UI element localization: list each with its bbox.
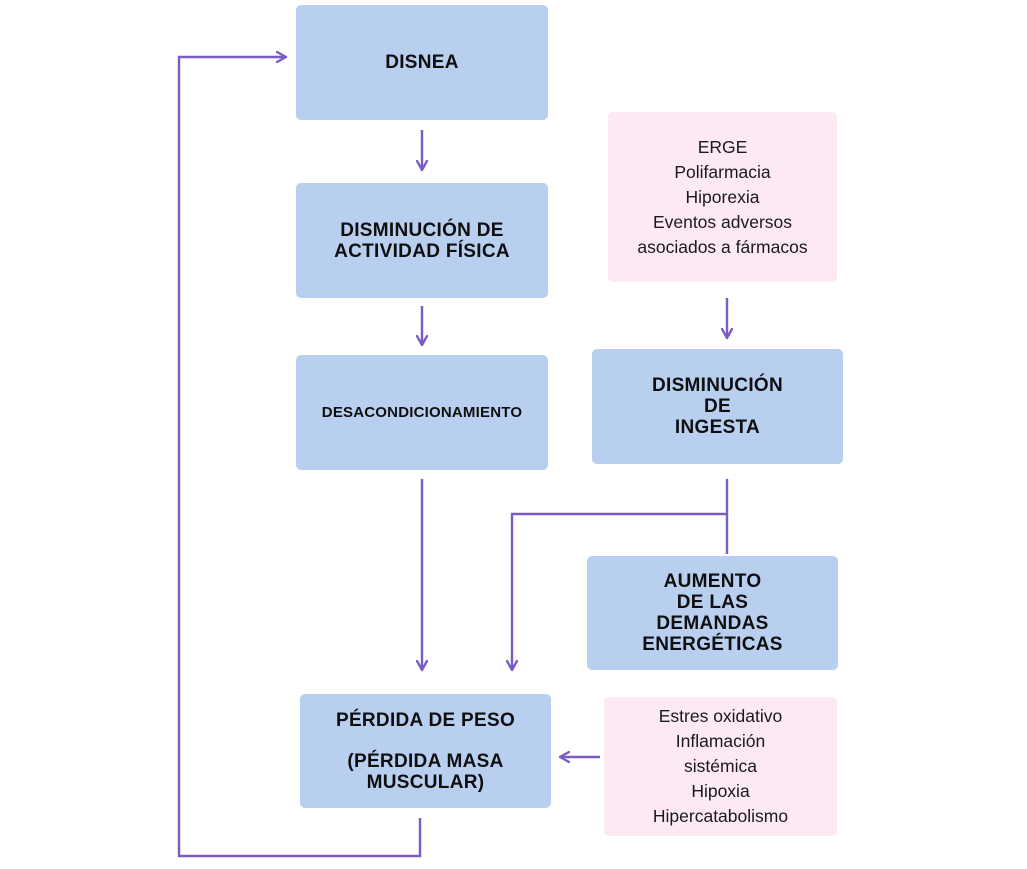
node-catabolicos-line-1: Estres oxidativo [658, 706, 783, 726]
node-aumento-line-4: ENERGÉTICAS [642, 634, 783, 655]
node-desacondicionamiento: DESACONDICIONAMIENTO [296, 355, 548, 470]
node-aumento-line-2: DE LAS [676, 592, 749, 613]
node-aumento-line-3: DEMANDAS [656, 613, 769, 634]
node-actividad-line-1: DISMINUCIÓN DE [340, 219, 504, 241]
node-perdida-line-2: (PÉRDIDA MASA [347, 750, 504, 772]
node-factores-line-5: asociados a fármacos [637, 236, 808, 257]
node-catabolicos-line-2: Inflamación [675, 731, 766, 751]
node-factores-line-1: ERGE [697, 136, 748, 157]
node-disminucion-actividad: DISMINUCIÓN DE ACTIVIDAD FÍSICA [296, 183, 548, 298]
node-disminucion-ingesta: DISMINUCIÓN DE INGESTA [592, 349, 843, 464]
node-factores-line-4: Eventos adversos [652, 211, 793, 232]
node-catabolicos-line-3: sistémica [684, 756, 757, 776]
node-disnea-line: DISNEA [385, 52, 459, 73]
node-aumento-line-1: AUMENTO [663, 571, 762, 592]
node-desacondicionamiento-line: DESACONDICIONAMIENTO [321, 404, 523, 421]
node-actividad-line-2: ACTIVIDAD FÍSICA [334, 240, 510, 262]
node-aumento-demandas: AUMENTO DE LAS DEMANDAS ENERGÉTICAS [587, 556, 838, 670]
node-catabolicos-line-4: Hipoxia [691, 781, 750, 801]
node-factores-line-2: Polifarmacia [674, 161, 771, 182]
node-ingesta-line-1: DISMINUCIÓN [651, 375, 784, 396]
node-factores-catabolicos: Estres oxidativo Inflamación sistémica H… [604, 697, 837, 836]
node-perdida-line-3: MUSCULAR) [366, 771, 485, 793]
node-ingesta-line-2: DE [704, 396, 731, 417]
node-factores-ingesta: ERGE Polifarmacia Hiporexia Eventos adve… [608, 112, 837, 282]
node-perdida-line-1: PÉRDIDA DE PESO [335, 709, 516, 731]
node-factores-line-3: Hiporexia [685, 186, 760, 207]
node-ingesta-line-3: INGESTA [674, 417, 761, 438]
node-disnea: DISNEA [296, 5, 548, 120]
node-perdida-peso: PÉRDIDA DE PESO (PÉRDIDA MASA MUSCULAR) [300, 694, 551, 808]
node-catabolicos-line-5: Hipercatabolismo [652, 806, 789, 826]
